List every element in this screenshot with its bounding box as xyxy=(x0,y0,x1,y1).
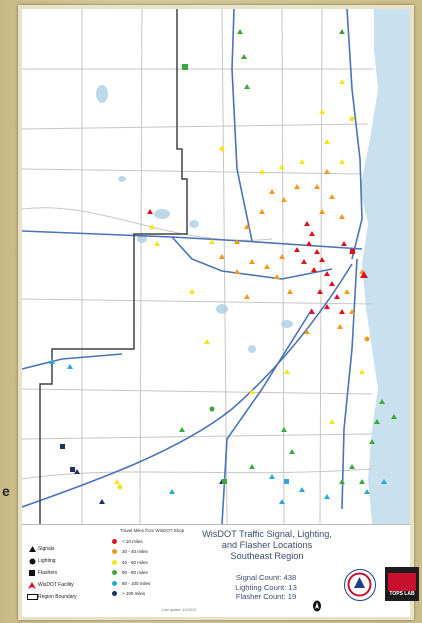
travel-class-row: 20 - 40 miles xyxy=(106,547,198,558)
tops-lab-logo-icon: TOPS LAB xyxy=(385,567,419,601)
highways xyxy=(22,9,363,524)
count-summary: Signal Count: 438 Lighting Count: 13 Fla… xyxy=(210,573,322,602)
color-swatch-icon xyxy=(111,570,117,576)
wisdot-facility-marker xyxy=(360,271,368,278)
facility-icon xyxy=(26,581,38,589)
color-swatch-icon xyxy=(111,559,117,565)
color-swatch-icon xyxy=(111,591,117,597)
lake-michigan xyxy=(360,9,410,524)
circle-icon xyxy=(26,558,38,565)
signal-count: Signal Count: 438 xyxy=(235,573,297,582)
legend-flashers: Flashers xyxy=(26,567,104,579)
travel-class-row: 40 - 60 miles xyxy=(106,557,198,568)
travel-class-row: 60 - 80 miles xyxy=(106,568,198,579)
flasher-markers xyxy=(60,64,355,484)
map-title: WisDOT Traffic Signal, Lighting, and Fla… xyxy=(202,529,332,561)
signals-cyan xyxy=(49,359,387,504)
signals-navy xyxy=(74,469,225,504)
lighting-markers xyxy=(117,116,370,490)
legend-panel: Signals Lighting Flashers WisDOT Facilit… xyxy=(22,524,419,617)
region-boundary xyxy=(39,9,188,524)
legend-facility: WisDOT Facility xyxy=(26,579,104,591)
map-frame[interactable] xyxy=(18,5,414,620)
north-arrow-icon xyxy=(313,600,321,612)
legend-boundary: Region Boundary xyxy=(26,591,104,603)
last-update: Last update: 4/4/2013 xyxy=(162,608,196,612)
signals-red xyxy=(147,209,355,314)
legend-lighting: Lighting xyxy=(26,555,104,567)
color-swatch-icon xyxy=(111,549,117,555)
symbol-legend: Signals Lighting Flashers WisDOT Facilit… xyxy=(26,543,104,603)
wisdot-logo-icon xyxy=(344,569,376,601)
travel-class-row: < 10 miles xyxy=(106,536,198,547)
background-partial-label: e xyxy=(2,483,10,499)
region-map[interactable] xyxy=(22,9,410,524)
flasher-count: Flasher Count: 19 xyxy=(235,592,297,601)
legend-signals: Signals xyxy=(26,543,104,555)
lighting-count: Lighting Count: 13 xyxy=(235,582,297,592)
boundary-box-icon xyxy=(26,594,38,600)
signals-green xyxy=(179,29,397,484)
signals-yellow xyxy=(114,79,365,484)
travel-legend: Travel Miles from WisDOT Shop < 10 miles… xyxy=(106,528,198,599)
travel-class-row: > 100 miles xyxy=(106,589,198,600)
triangle-icon xyxy=(26,546,38,552)
travel-legend-title: Travel Miles from WisDOT Shop xyxy=(119,528,185,533)
color-swatch-icon xyxy=(111,580,117,586)
travel-class-row: 80 - 100 miles xyxy=(106,578,198,589)
square-icon xyxy=(26,569,38,577)
local-roads xyxy=(22,9,374,524)
inland-lakes xyxy=(96,85,293,353)
color-swatch-icon xyxy=(111,538,117,544)
signals-orange xyxy=(219,169,365,334)
